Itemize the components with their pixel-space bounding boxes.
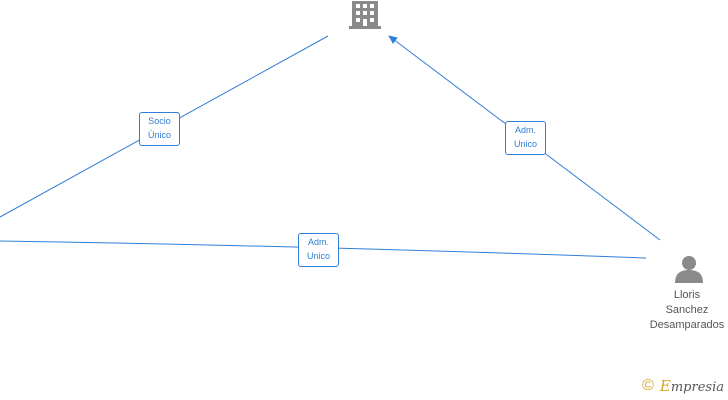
copyright-icon: © [642,377,654,394]
edge-label-adm-bottom-line1: Adm. [307,237,329,247]
brand-rest: mpresia [670,380,724,395]
building-icon[interactable] [349,1,381,29]
brand-initial: E [659,377,671,395]
person-name-line2: Sanchez [665,304,709,316]
footer-brand: © Empresia [642,376,724,396]
edge-label-adm-right-line1: Adm. [514,125,536,135]
person-icon[interactable] [675,256,703,283]
edge-label-adm-right-line2: Unico [513,139,537,149]
edge-label-adm-right[interactable]: Adm. Unico [505,121,546,155]
edge-label-adm-bottom-line2: Unico [306,251,330,261]
edge-label-socio-line1: Socio [148,116,171,126]
person-name-line1: Lloris [673,289,701,301]
brand-logo: Empresia [660,377,724,395]
edge-label-socio-line2: Único [147,130,171,140]
person-name-line3: Desamparados [649,319,725,331]
edge-label-adm-bottom[interactable]: Adm. Unico [298,233,339,267]
person-name[interactable]: Lloris Sanchez Desamparados [642,288,728,333]
edge-label-socio[interactable]: Socio Único [139,112,180,146]
